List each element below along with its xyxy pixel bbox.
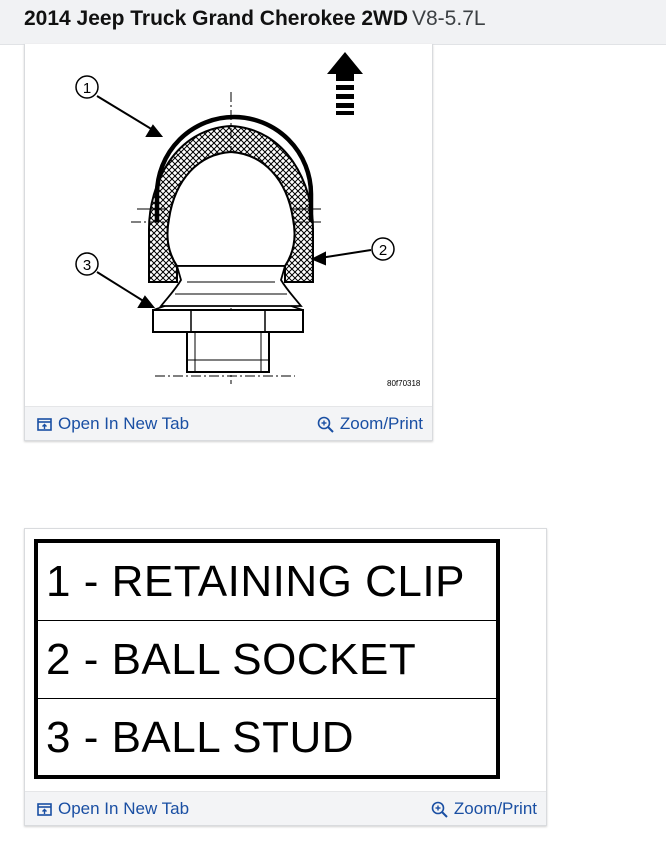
ball-stud-neck bbox=[159, 265, 303, 307]
zoom-print-link-2[interactable]: Zoom/Print bbox=[431, 799, 537, 819]
legend-row-retaining-clip: 1 - RETAINING CLIP bbox=[38, 543, 496, 621]
legend-table: 1 - RETAINING CLIP 2 - BALL SOCKET 3 - B… bbox=[34, 539, 500, 779]
ball-stud-ball bbox=[166, 150, 296, 267]
svg-text:3: 3 bbox=[83, 257, 91, 274]
ball-stud-shank bbox=[186, 331, 270, 373]
callout-1: 1 bbox=[75, 75, 99, 99]
figure-card-legend: 1 - RETAINING CLIP 2 - BALL SOCKET 3 - B… bbox=[24, 528, 547, 826]
legend-row-ball-stud: 3 - BALL STUD bbox=[46, 713, 355, 762]
zoom-print-link[interactable]: Zoom/Print bbox=[317, 414, 423, 434]
legend-footer: Open In New Tab Zoom/Print bbox=[25, 791, 546, 825]
zoom-icon bbox=[431, 801, 448, 818]
open-tab-icon bbox=[37, 417, 52, 431]
open-in-new-tab-label: Open In New Tab bbox=[58, 414, 190, 433]
callout-3: 3 bbox=[75, 252, 99, 276]
zoom-icon bbox=[317, 416, 334, 433]
svg-text:1: 1 bbox=[83, 80, 91, 97]
open-in-new-tab-link[interactable]: Open In New Tab bbox=[37, 414, 189, 434]
ball-stud-hex bbox=[152, 309, 304, 333]
open-in-new-tab-label: Open In New Tab bbox=[58, 799, 190, 818]
zoom-print-label: Zoom/Print bbox=[339, 414, 423, 433]
open-tab-icon bbox=[37, 802, 52, 816]
zoom-print-label: Zoom/Print bbox=[453, 799, 537, 818]
vehicle-title: 2014 Jeep Truck Grand Cherokee 2WD bbox=[24, 7, 408, 30]
callout-leaders bbox=[96, 95, 372, 308]
ball-socket-diagram: 1 2 3 80f70318 bbox=[75, 52, 421, 388]
open-in-new-tab-link-2[interactable]: Open In New Tab bbox=[37, 799, 189, 819]
up-arrow-icon bbox=[327, 52, 363, 115]
diagram-image[interactable]: 1 2 3 80f70318 bbox=[25, 44, 432, 407]
legend-image[interactable]: 1 - RETAINING CLIP 2 - BALL SOCKET 3 - B… bbox=[25, 529, 546, 791]
retaining-clip bbox=[154, 114, 314, 222]
figure-code: 80f70318 bbox=[387, 379, 421, 388]
engine-label: V8-5.7L bbox=[412, 7, 486, 30]
callout-2: 2 bbox=[371, 237, 395, 261]
svg-text:2: 2 bbox=[379, 242, 387, 259]
figure-card-diagram: 1 2 3 80f70318 Open In New Tab Zoom/Prin… bbox=[24, 44, 433, 441]
legend-row-ball-socket: 2 - BALL SOCKET bbox=[38, 621, 496, 699]
figure-footer: Open In New Tab Zoom/Print bbox=[25, 406, 432, 440]
